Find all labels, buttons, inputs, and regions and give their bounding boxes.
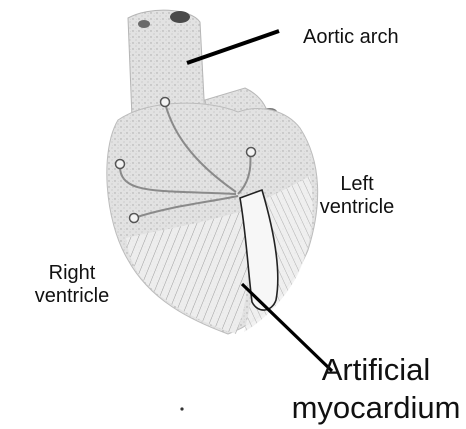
right-ventricle-line-1: Right (18, 262, 126, 285)
left-ventricle-line-1: Left (318, 173, 396, 196)
left-ventricle-line-2: ventricle (318, 196, 396, 219)
right-ventricle-line-2: ventricle (18, 285, 126, 308)
artificial-myocardium-line-2: myocardium (286, 389, 466, 427)
stray-mark (180, 407, 183, 410)
left-ventricle-label: Left ventricle (318, 173, 396, 219)
artificial-myocardium-line-1: Artificial (286, 351, 466, 389)
right-ventricle-label: Right ventricle (18, 262, 126, 308)
aortic-arch-text: Aortic arch (303, 26, 399, 48)
artificial-myocardium-label: Artificial myocardium (286, 351, 466, 427)
aorta-opening (170, 11, 190, 23)
aorta-opening-small (138, 20, 150, 28)
aortic-arch-label: Aortic arch (303, 26, 399, 49)
